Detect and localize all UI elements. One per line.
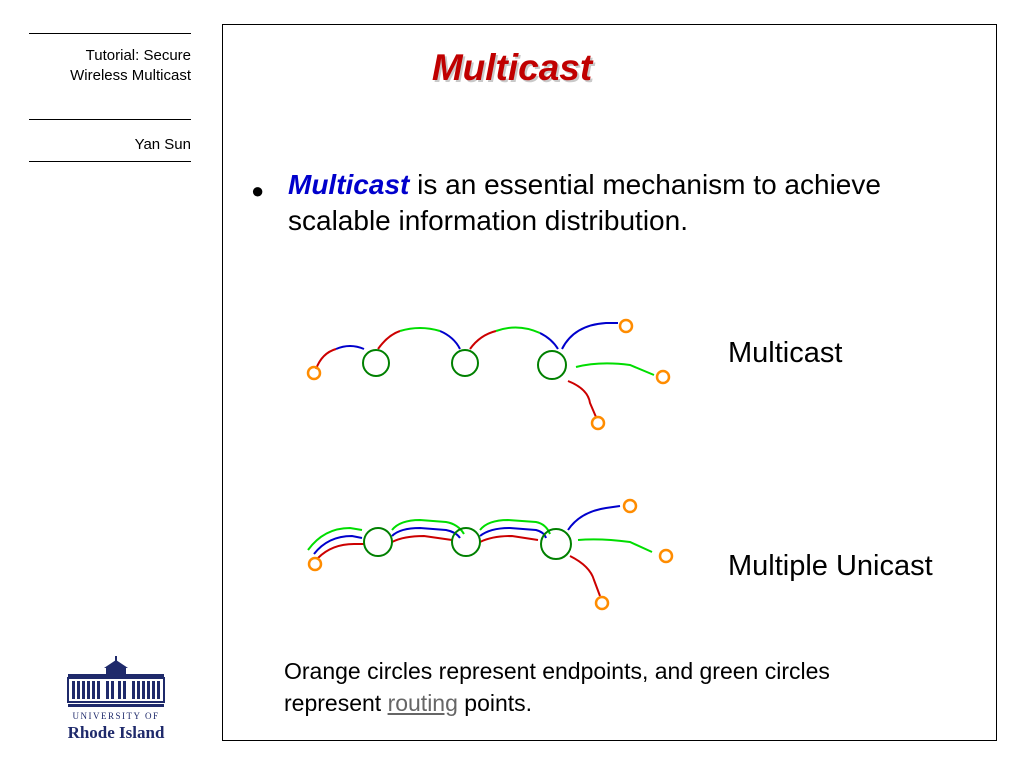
mu-link-r3-e3 (577, 538, 653, 553)
endpoint-circle-3 (658, 548, 674, 564)
bullet-emphasis: Multicast (288, 169, 410, 200)
mu-link-blue-left (313, 534, 363, 555)
router-circle-3 (540, 528, 572, 560)
endpoint-circle-1 (306, 365, 322, 381)
endpoint-circle-3 (655, 369, 671, 385)
router-circle-1 (362, 349, 390, 377)
mc-link-r2-r3-a (469, 330, 497, 350)
mc-link-r1-r2-c (439, 330, 461, 350)
mu-link-green-left (307, 526, 363, 551)
router-circle-2 (451, 527, 481, 557)
multiple-unicast-label: Multiple Unicast (728, 550, 933, 582)
slide-frame (222, 24, 997, 741)
caption-after: points. (457, 690, 533, 716)
bullet-text: Multicast is an essential mechanism to a… (288, 167, 978, 239)
endpoint-circle-2 (622, 498, 638, 514)
sidebar-rule-bottom (29, 161, 191, 162)
router-circle-3 (537, 350, 567, 380)
multicast-label: Multicast (728, 337, 843, 369)
mc-link-r3-e3 (575, 362, 655, 376)
logo-text-line2: Rhode Island (68, 723, 165, 742)
mc-link-r2-r3-c (539, 332, 559, 350)
router-circle-2 (451, 349, 479, 377)
mc-link-r3-e2 (561, 322, 618, 350)
logo-text-line1: UNIVERSITY OF (73, 711, 160, 721)
mc-link-r1-r2-b (399, 327, 441, 332)
mc-link-e1-r1-b (335, 345, 365, 350)
router-circle-1 (363, 527, 393, 557)
mu-link-red-mid2 (479, 534, 539, 543)
sidebar-title-line2: Wireless Multicast (70, 67, 191, 84)
sidebar-title-line1: Tutorial: Secure (85, 47, 191, 64)
university-building-logo-icon: UNIVERSITY OF Rhode Island (67, 656, 165, 742)
routing-link[interactable]: routing (387, 690, 458, 716)
mc-link-e1-r1 (315, 348, 337, 370)
endpoint-circle-4 (590, 415, 606, 431)
sidebar-rule-top (29, 33, 191, 34)
endpoint-circle-1 (307, 556, 323, 572)
mc-link-r3-e4 (567, 380, 597, 418)
mc-link-r2-r3-b (495, 326, 541, 334)
multiple-unicast-diagram (307, 498, 674, 611)
mu-link-blue-mid1 (391, 526, 461, 539)
bullet-dot: ● (251, 178, 265, 203)
multicast-diagram (306, 318, 671, 431)
mc-link-r1-r2-a (377, 330, 401, 350)
mu-link-r3-e4 (569, 555, 601, 597)
bullet-body: is an essential mechanism to achieve sca… (288, 169, 881, 236)
sidebar-tutorial-title: Tutorial: Secure Wireless Multicast (70, 46, 191, 86)
caption: Orange circles represent endpoints, and … (284, 655, 924, 719)
caption-before: Orange circles represent endpoints, and … (284, 658, 830, 716)
mu-link-green-mid2 (479, 518, 551, 535)
slide-title: Multicast (431, 47, 593, 88)
endpoint-circle-2 (618, 318, 634, 334)
endpoint-circle-4 (594, 595, 610, 611)
mu-link-red-mid1 (391, 534, 453, 543)
mu-link-r3-e2 (567, 505, 621, 531)
sidebar-rule-middle (29, 119, 191, 120)
mu-link-red-left (317, 543, 364, 559)
sidebar-author: Yan Sun (134, 136, 191, 153)
